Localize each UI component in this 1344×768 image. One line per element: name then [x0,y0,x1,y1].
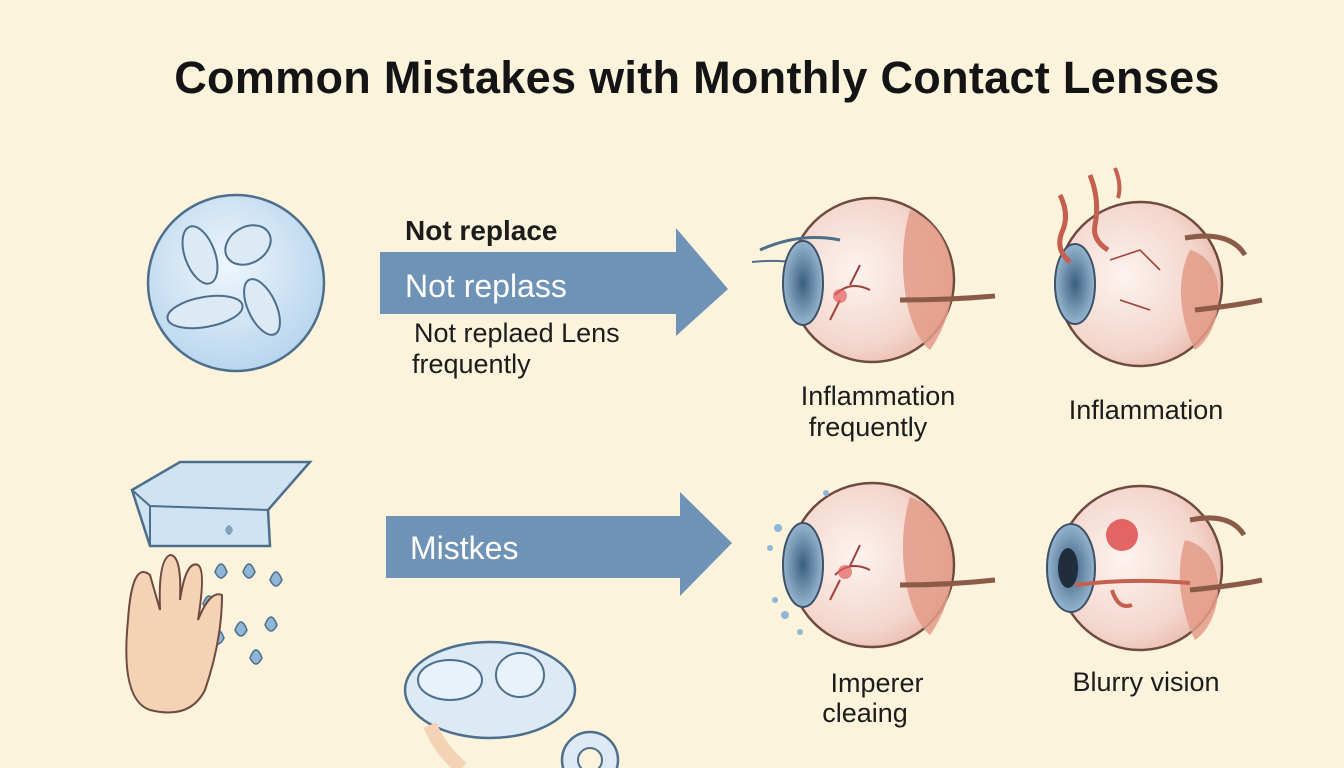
row1-description-line1: Not replaed Lens [414,318,620,348]
row2-effect1-line2: cleaing [822,698,908,728]
hand-illustration [125,553,224,714]
contact-lens-case-illustration [403,640,620,768]
arrow-mistakes [386,492,732,596]
row1-description-line2: frequently [412,349,531,379]
row2-effect1-line1: Imperer [830,668,924,698]
row1-effect1-line2: frequently [808,412,928,442]
row2-arrow-label: Mistkes [410,530,519,566]
lens-tray-illustration [130,460,313,548]
row1-arrow-label: Not replass [405,268,567,304]
row1-heading: Not replace [405,215,558,246]
irritated-eye-illustration-1 [767,481,996,649]
row1-effect1-line1: Inflammation [800,381,956,411]
page-title: Common Mistakes with Monthly Contact Len… [174,52,1220,103]
arrow-not-replace [380,228,728,336]
inflamed-eye-illustration-1 [751,196,996,364]
row1-effect2: Inflammation [1068,395,1224,425]
irritated-eye-illustration-2 [1046,484,1263,652]
inflamed-eye-illustration-2 [1054,167,1263,368]
lens-case-illustration [146,193,326,373]
row2-effect2: Blurry vision [1072,667,1220,697]
